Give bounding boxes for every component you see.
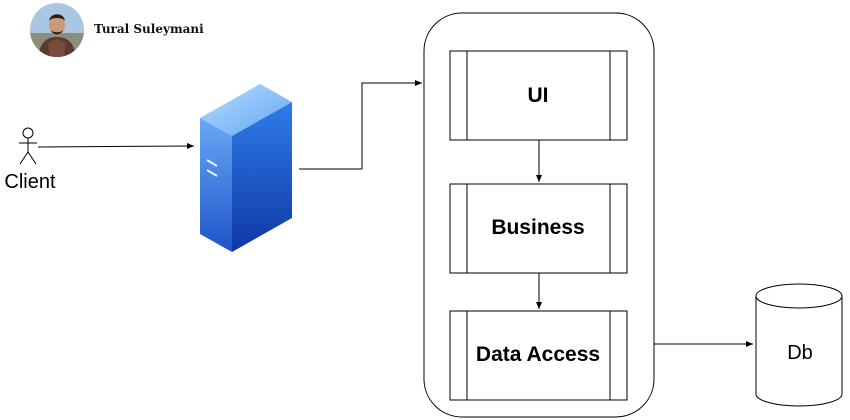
client-label: Client — [4, 171, 56, 193]
edge-server-to-application — [299, 80, 422, 170]
edge-client-to-server — [37, 143, 195, 150]
author-badge: Tural Suleymani — [30, 2, 204, 58]
ui-layer-label: UI — [527, 84, 549, 107]
data-access-layer-box — [449, 310, 628, 401]
database-label: Db — [787, 342, 813, 364]
database-cylinder-icon — [755, 283, 843, 407]
author-avatar — [30, 3, 84, 57]
business-layer-label: Business — [491, 216, 585, 239]
business-layer-box — [449, 183, 628, 274]
client-actor-icon — [19, 127, 37, 165]
server-tower-icon — [200, 84, 292, 252]
author-name: Tural Suleymani — [94, 22, 204, 36]
data-access-layer-label: Data Access — [475, 343, 601, 366]
